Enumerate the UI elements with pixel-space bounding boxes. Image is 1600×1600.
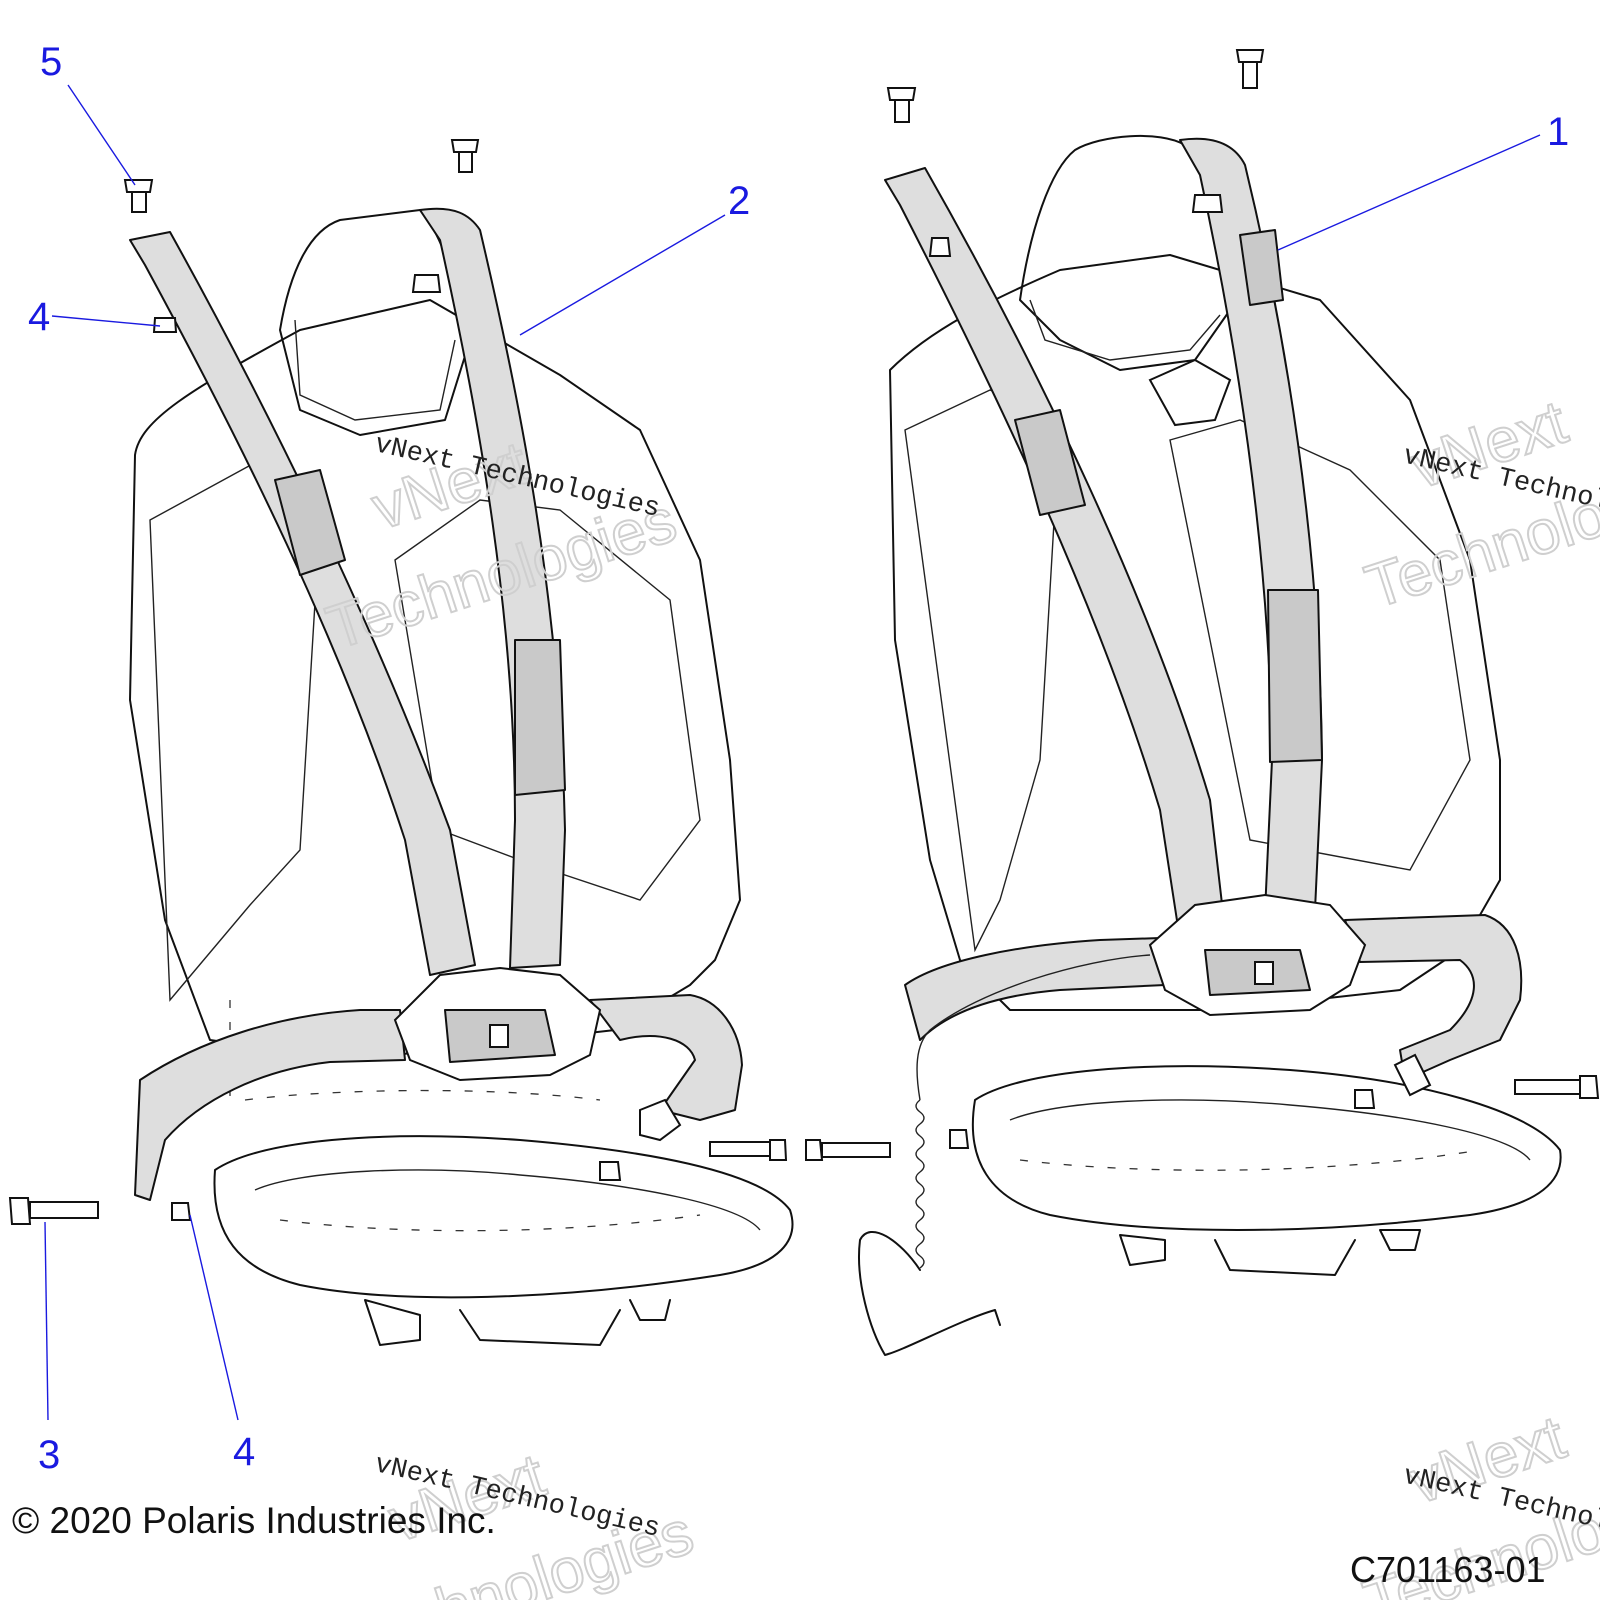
leader-5 [67, 84, 136, 186]
leader-1 [1277, 134, 1541, 251]
callout-1: 1 [1547, 110, 1569, 154]
bolt-top-center-icon [450, 139, 480, 173]
right-hardware [805, 49, 1600, 1161]
bolt-right-edge-icon [1514, 1075, 1600, 1099]
bolt-5-icon [123, 179, 154, 213]
bolt-right-top-right-icon [1235, 49, 1265, 89]
nut-4-top-icon [152, 317, 178, 333]
callout-2: 2 [728, 179, 750, 223]
left-seat-belt-assembly [129, 207, 743, 1201]
leader-2 [519, 214, 726, 336]
right-seat-belt-assembly [858, 137, 1523, 1356]
nut-right-headrest-icon [1191, 194, 1224, 213]
copyright-text: © 2020 Polaris Industries Inc. [12, 1500, 496, 1541]
nut-right-rear-icon [1354, 1089, 1376, 1109]
bolt-right-left-icon [805, 1139, 891, 1161]
part-code: C701163-01 [1350, 1549, 1546, 1590]
callout-5: 5 [40, 40, 62, 84]
nut-right-seat-icon [949, 1129, 970, 1149]
callout-4-bottom: 4 [233, 1430, 255, 1474]
leader-4-top [51, 315, 161, 327]
bolt-3-icon [8, 1197, 99, 1225]
bolt-right-top-left-icon [886, 87, 917, 123]
callout-3: 3 [38, 1433, 60, 1477]
nut-right-upper-icon [928, 237, 952, 257]
leader-4-bottom [189, 1214, 239, 1421]
left-hardware [8, 139, 788, 1225]
leader-3 [44, 1221, 49, 1421]
nut-headrest-icon [411, 274, 442, 293]
callout-4-top: 4 [28, 295, 50, 339]
bolt-left-center-icon [709, 1139, 788, 1161]
callouts: 1 2 5 4 3 4 [28, 40, 1569, 1477]
nut-seat-left-icon [599, 1161, 622, 1181]
nut-4-bottom-icon [171, 1202, 192, 1221]
